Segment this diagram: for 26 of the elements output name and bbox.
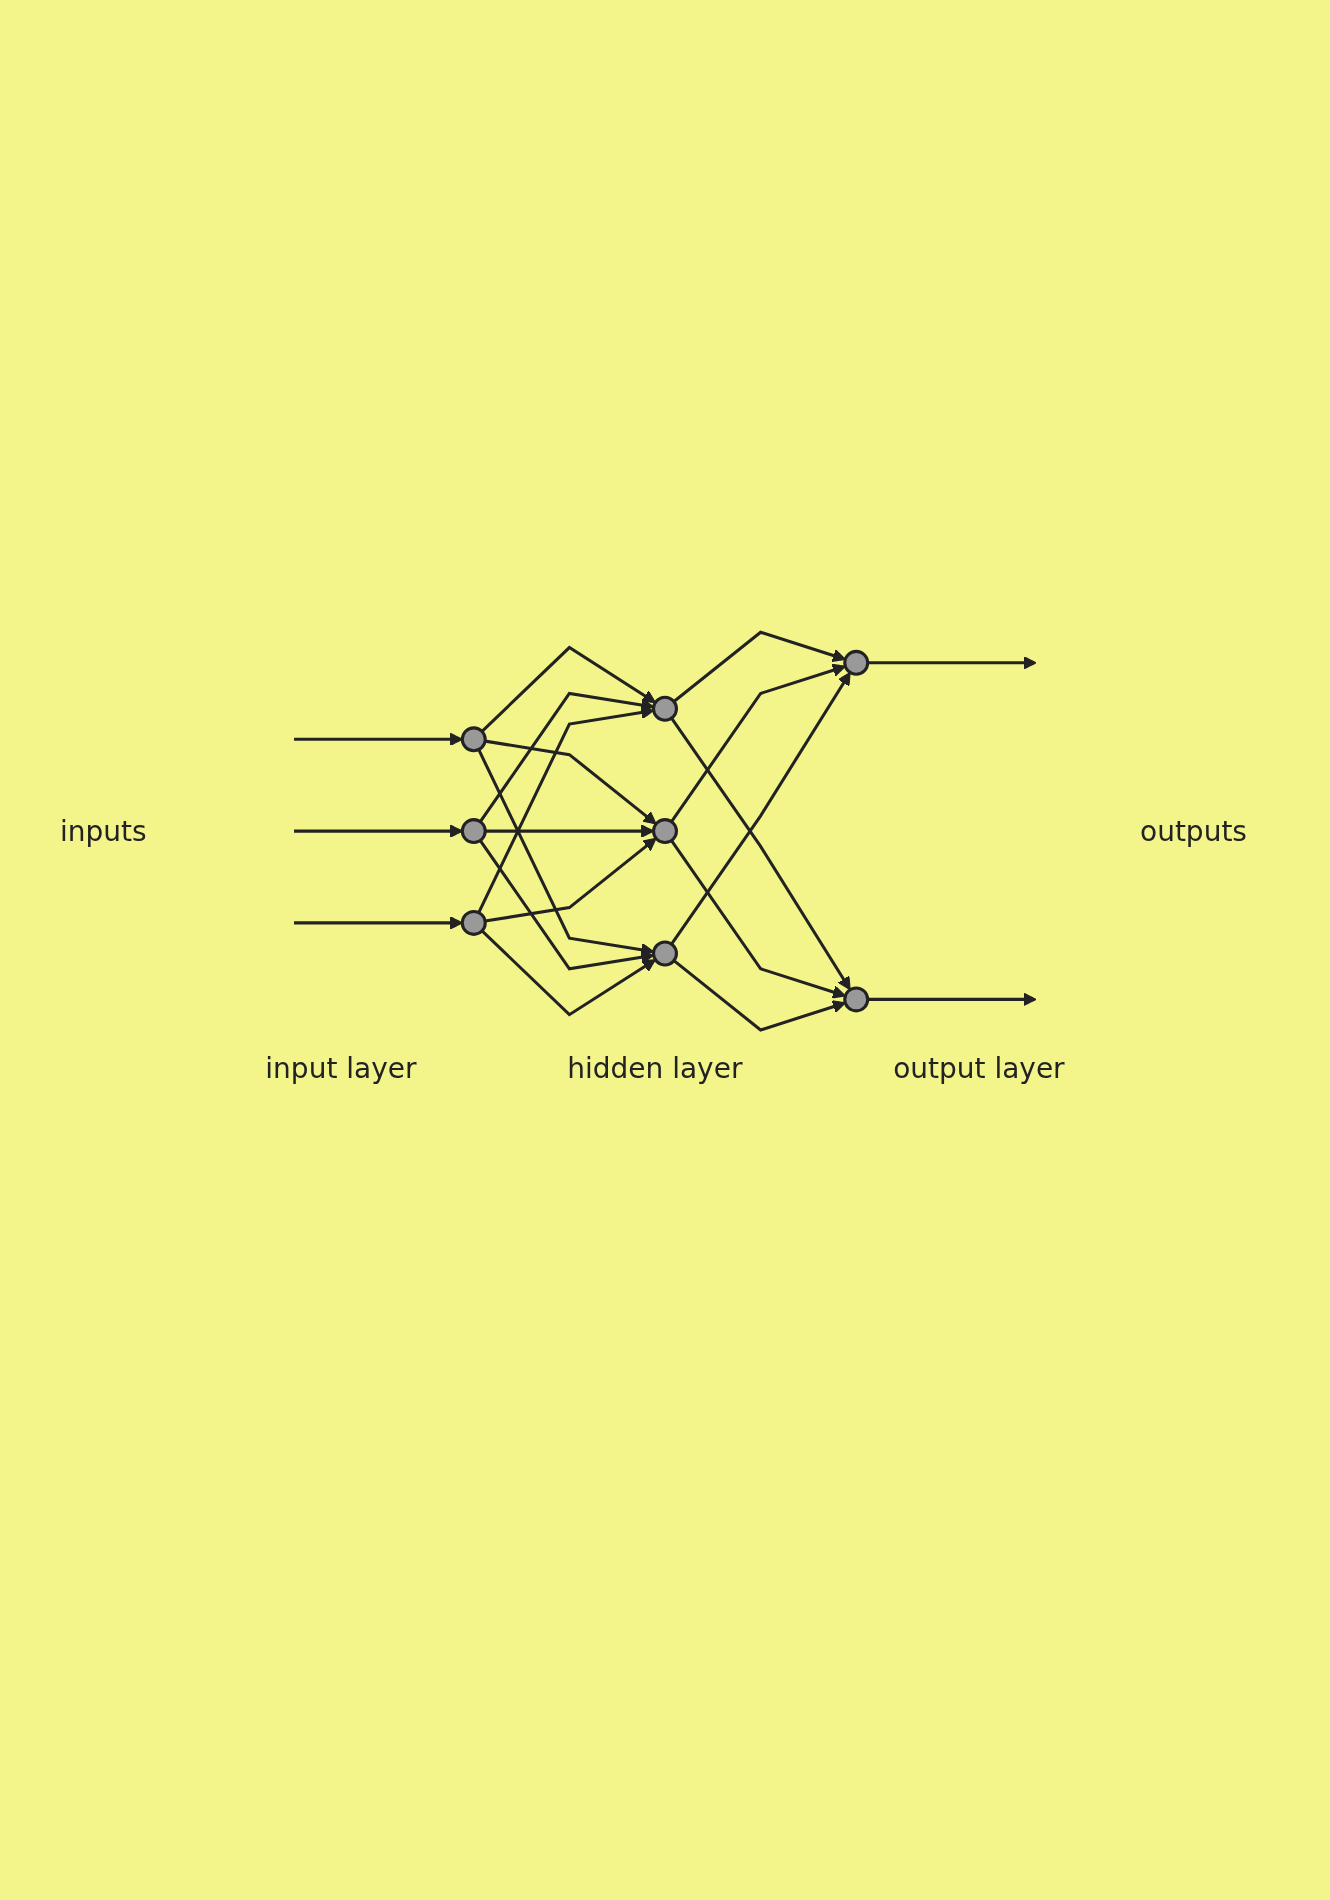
arrow: [479, 691, 655, 823]
arrow: [673, 630, 846, 703]
arrow: [477, 705, 655, 914]
node-circle: [843, 986, 870, 1013]
arrow: [479, 839, 655, 971]
node-circle: [652, 818, 678, 845]
arrow: [670, 663, 846, 823]
arrow: [673, 959, 846, 1032]
arrow: [670, 839, 846, 999]
arrow: [484, 739, 657, 825]
text-label: output layer: [893, 1052, 1065, 1086]
arrow: [481, 645, 656, 733]
node-circle: [460, 909, 487, 936]
node-circle: [460, 818, 487, 845]
node-circle: [652, 695, 678, 722]
arrow: [484, 837, 657, 923]
node-circle: [460, 726, 487, 753]
arrow: [670, 717, 851, 991]
text-label: hidden layer: [567, 1052, 743, 1086]
node-circle: [652, 940, 678, 967]
arrow: [670, 671, 851, 945]
text-label: input layer: [265, 1052, 417, 1086]
node-circle: [843, 649, 870, 676]
text-label: outputs: [1140, 814, 1247, 848]
arrow: [481, 929, 656, 1017]
text-label: inputs: [60, 814, 147, 848]
